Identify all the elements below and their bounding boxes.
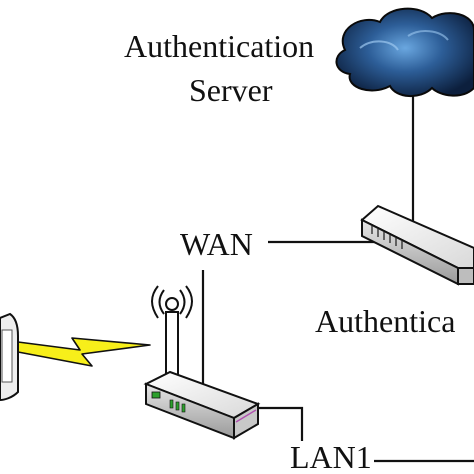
auth-server-label-line1: Authentication xyxy=(124,28,315,64)
auth-server-label-line2: Server xyxy=(189,72,273,108)
wan-label: WAN xyxy=(180,226,255,262)
authenticator-label: Authentica xyxy=(315,303,456,339)
line-router-to-lan1 xyxy=(258,406,304,445)
lan1-label: LAN1 xyxy=(290,439,374,474)
connection-lines xyxy=(201,78,474,463)
wireless-router-icon xyxy=(143,285,261,440)
switch-icon xyxy=(360,204,474,286)
cloud-icon xyxy=(335,7,474,97)
client-device-icon xyxy=(0,312,19,402)
wireless-link-bolt xyxy=(17,337,151,367)
